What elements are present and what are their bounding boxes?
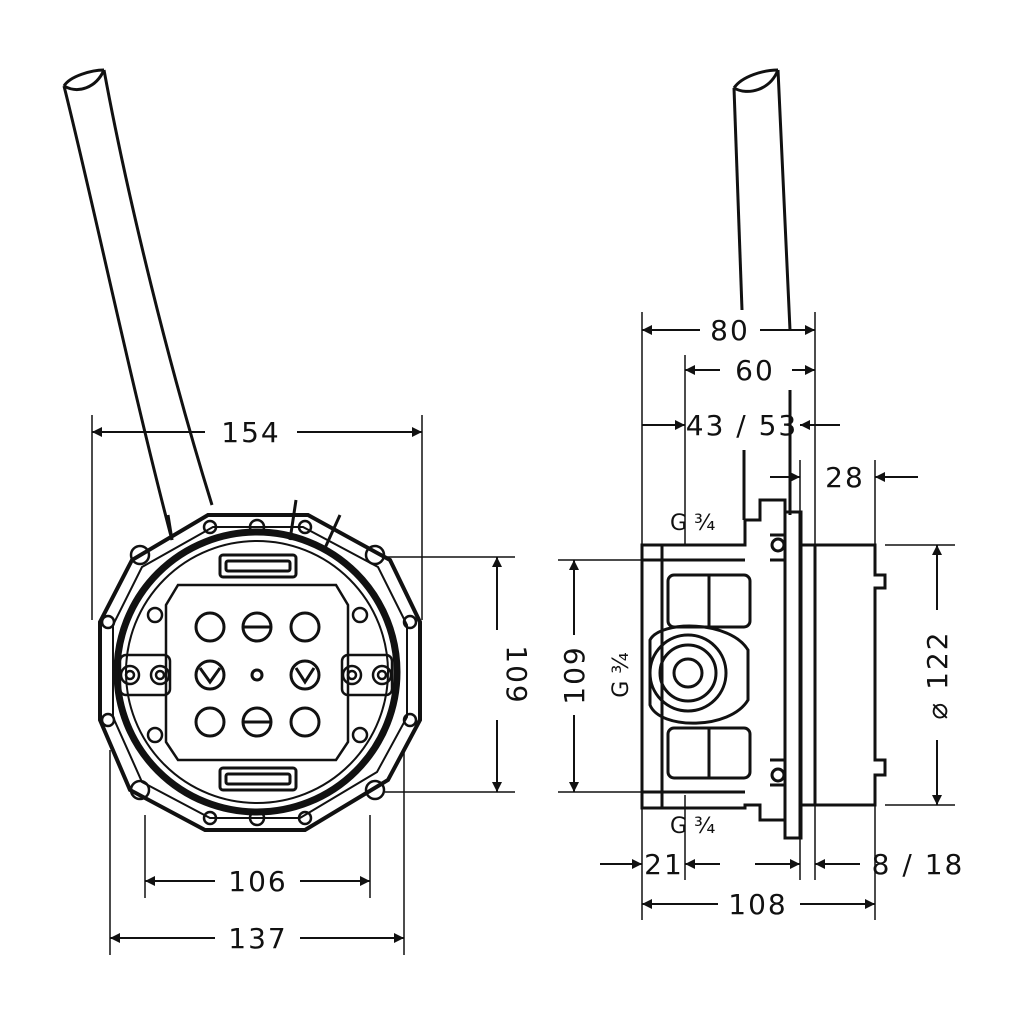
dim-80: 80 [641,312,816,545]
dim-8-18: 8 / 18 [755,805,965,881]
thread-label-top: G ¾ [670,511,715,536]
dim-108: 108 [642,805,876,921]
cover-box [800,543,887,807]
port-grid [194,611,321,738]
hose-side [732,68,792,520]
dim-109-front-label: 109 [500,645,533,704]
dim-109-front: 109 [385,556,533,793]
dim-28-label: 28 [825,461,865,494]
dim-8-18-label: 8 / 18 [872,848,965,881]
dim-21-label: 21 [644,848,684,881]
dim-108-label: 108 [728,888,787,921]
dim-106-label: 106 [228,865,287,898]
dim-137: 137 [109,750,405,955]
perimeter-bolts [100,518,418,827]
dim-122: ⌀ 122 [885,544,955,806]
clamp-top [218,553,298,579]
side-screws [118,653,394,697]
side-valve-port [648,624,750,725]
dim-43-53: 43 / 53 [642,409,840,442]
front-view: 154 109 106 137 [62,68,533,955]
mounting-plate [770,510,803,840]
dim-109-side-label: 109 [558,645,591,704]
hose-front [62,68,214,541]
housing-outline [98,513,422,832]
dim-60-label: 60 [735,354,775,387]
dim-137-label: 137 [228,922,287,955]
dim-28: 28 [770,460,918,545]
dim-106: 106 [144,815,371,898]
dim-109-side: 109 [558,559,642,793]
side-view: 80 60 43 / 53 28 109 [558,68,965,921]
dim-43-53-label: 43 / 53 [686,409,799,442]
dim-80-label: 80 [710,314,750,347]
clamp-bottom [218,766,298,792]
dim-122-label: ⌀ 122 [921,630,954,719]
dim-154: 154 [91,415,423,620]
top-pins [166,499,342,549]
central-body [164,583,350,762]
thread-label-middle: G ¾ [609,652,634,697]
dim-60: 60 [684,354,815,545]
dim-154-label: 154 [221,416,280,449]
thread-label-bottom: G ¾ [670,814,715,839]
